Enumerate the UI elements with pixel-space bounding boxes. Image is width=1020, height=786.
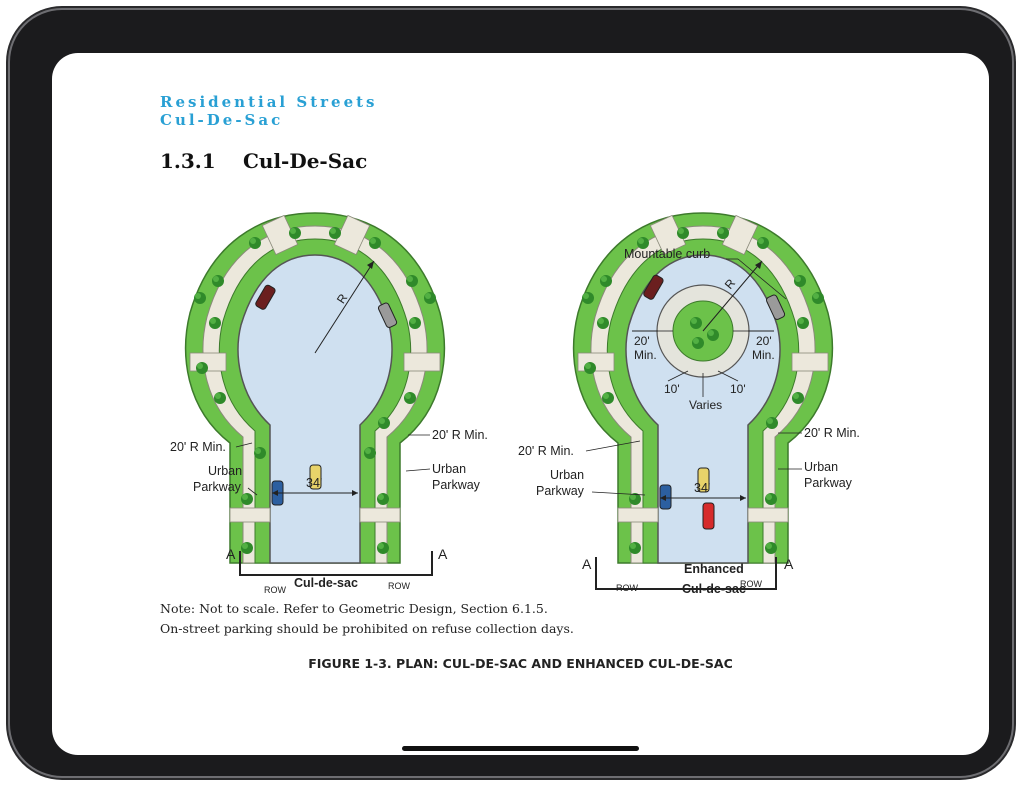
- enhanced-cul-de-sac-plan: Mountable curb R 20' Min. 20' Min.: [518, 212, 860, 593]
- parkway-label-right-2: Parkway: [432, 478, 481, 492]
- section-a-label-right: A: [438, 546, 448, 562]
- r-min-label-right-enhanced: 20' R Min.: [804, 426, 860, 440]
- cul-de-sac-title: Cul-de-sac: [294, 576, 358, 590]
- tablet-bezel: Residential Streets Cul-De-Sac 1.3.1 Cul…: [10, 10, 1012, 776]
- section-label-line2: Cul-De-Sac: [160, 111, 284, 129]
- row-label-left-enhanced: ROW: [616, 583, 639, 593]
- note-line2: On-street parking should be prohibited o…: [160, 621, 574, 636]
- row-label-right: ROW: [388, 581, 411, 591]
- section-a-label-left-enhanced: A: [582, 556, 592, 572]
- parkway-label-right-1: Urban: [432, 462, 466, 476]
- min-label-left-2: Min.: [634, 348, 657, 362]
- cul-de-sac-plan-diagram: R 20' R Min. 20' R Min. Urban Parkway Ur…: [170, 212, 860, 593]
- home-indicator[interactable]: [402, 746, 639, 751]
- tablet-screen: Residential Streets Cul-De-Sac 1.3.1 Cul…: [52, 53, 989, 755]
- crosswalks: [189, 214, 441, 523]
- section-a-label-left: A: [226, 546, 236, 562]
- section-label-line1: Residential Streets: [160, 93, 378, 111]
- parkway-label-left-1: Urban: [208, 464, 242, 478]
- row-label-left: ROW: [264, 585, 287, 593]
- heading-title: Cul-De-Sac: [243, 149, 368, 173]
- cul-de-sac-figure: R 20' R Min. 20' R Min. Urban Parkway Ur…: [160, 203, 880, 593]
- section-label: Residential Streets Cul-De-Sac: [160, 93, 377, 129]
- r-min-label-left: 20' R Min.: [170, 440, 226, 454]
- row-label-right-enhanced: ROW: [740, 579, 763, 589]
- min-label-right-1: 20': [756, 334, 772, 348]
- figure-caption: FIGURE 1-3. PLAN: CUL-DE-SAC AND ENHANCE…: [308, 656, 733, 671]
- volume-button-top: [80, 6, 114, 10]
- parkway-label-right-2-enhanced: Parkway: [804, 476, 853, 490]
- cul-de-sac-plan: R 20' R Min. 20' R Min. Urban Parkway Ur…: [170, 212, 488, 593]
- enhanced-title-line1: Enhanced: [684, 562, 744, 576]
- offset-label-left: 10': [664, 382, 680, 396]
- r-min-label-right: 20' R Min.: [432, 428, 488, 442]
- parkway-label-left-1-enhanced: Urban: [550, 468, 584, 482]
- figure-note: Note: Not to scale. Refer to Geometric D…: [160, 599, 574, 639]
- section-a-label-right-enhanced: A: [784, 556, 794, 572]
- parkway-label-right-1-enhanced: Urban: [804, 460, 838, 474]
- parkway-label-left-2: Parkway: [193, 480, 242, 494]
- offset-label-right: 10': [730, 382, 746, 396]
- min-label-right-2: Min.: [752, 348, 775, 362]
- heading-number: 1.3.1: [160, 149, 216, 173]
- page-heading: 1.3.1 Cul-De-Sac: [160, 149, 367, 173]
- r-min-label-left-enhanced: 20' R Min.: [518, 444, 574, 458]
- enhanced-title-line2: Cul-de-sac: [682, 582, 746, 593]
- parkway-label-left-2-enhanced: Parkway: [536, 484, 585, 498]
- varies-label: Varies: [689, 398, 722, 412]
- roadway-width-label: 34': [306, 476, 322, 490]
- volume-button-top-2: [122, 6, 156, 10]
- mountable-curb-label: Mountable curb: [624, 247, 710, 261]
- min-label-left-1: 20': [634, 334, 650, 348]
- radius-arrow: [314, 260, 375, 354]
- roadway-width-label-enhanced: 34': [694, 481, 710, 495]
- note-line1: Note: Not to scale. Refer to Geometric D…: [160, 601, 548, 616]
